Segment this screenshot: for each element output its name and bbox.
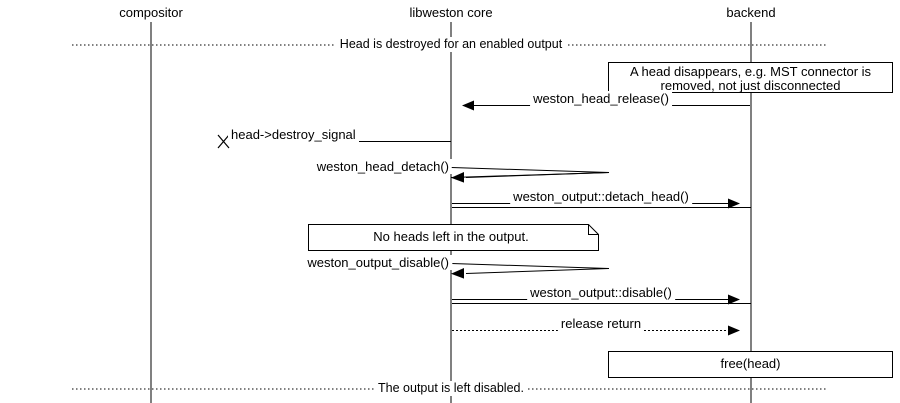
message-line-weston-head-detach xyxy=(451,167,610,183)
separator-label-bottom: The output is left disabled. xyxy=(374,381,528,396)
note-head-disappears-shape xyxy=(608,62,893,93)
note-no-heads-left-shape xyxy=(308,224,599,251)
participant-label-libweston-core: libweston core xyxy=(409,5,493,20)
message-label-weston-output-disable-self: weston_output_disable() xyxy=(304,255,452,270)
message-label-weston-head-release: weston_head_release() xyxy=(530,91,672,106)
message-label-weston-head-detach: weston_head_detach() xyxy=(313,159,452,174)
message-label-release-return: release return xyxy=(557,316,645,331)
participant-label-compositor: compositor xyxy=(119,5,183,20)
note-free-head-shape xyxy=(608,351,893,378)
message-line-weston-output-disable xyxy=(452,294,751,305)
participant-label-backend: backend xyxy=(726,5,776,20)
message-line-weston-output-disable-self xyxy=(451,263,610,279)
message-label-head-destroy-signal: head->destroy_signal xyxy=(228,127,359,142)
message-label-weston-output-disable: weston_output::disable() xyxy=(527,285,675,300)
message-label-weston-output-detach-head: weston_output::detach_head() xyxy=(510,189,692,204)
separator-label-top: Head is destroyed for an enabled output xyxy=(335,37,567,52)
message-line-weston-output-detach-head xyxy=(452,198,751,209)
